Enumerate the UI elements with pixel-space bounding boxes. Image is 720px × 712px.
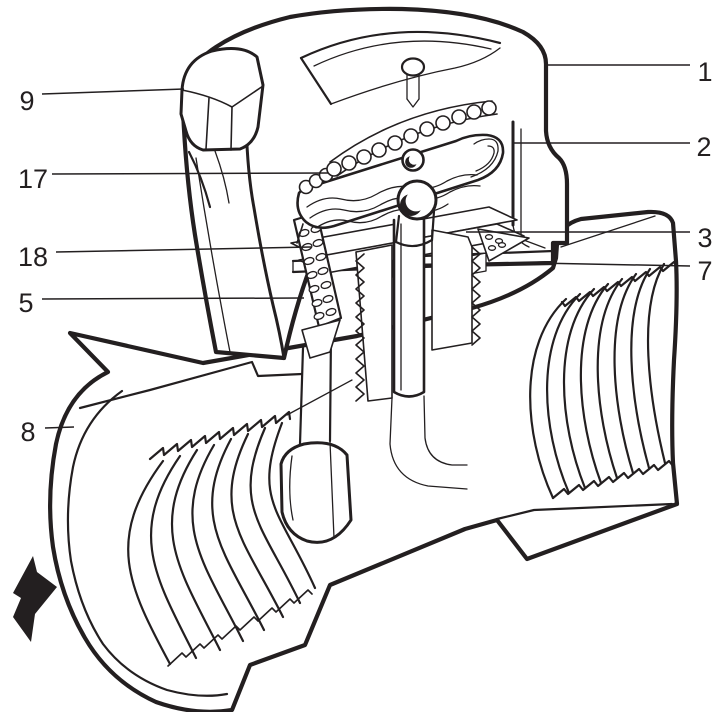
valve-body <box>48 209 680 712</box>
spring-coil <box>298 100 498 195</box>
hex-plug <box>179 47 265 353</box>
callout-17: 17 <box>18 164 48 194</box>
callout-8: 8 <box>20 417 35 447</box>
leader-18 <box>55 246 312 253</box>
callout-3: 3 <box>697 223 712 253</box>
vent-pin <box>400 57 426 108</box>
callout-2: 2 <box>696 132 711 162</box>
callout-18: 18 <box>18 242 48 272</box>
outlet-external-threads <box>529 215 676 500</box>
callout-1: 1 <box>697 57 712 87</box>
leader-8 <box>44 426 75 429</box>
leader-7 <box>535 262 691 267</box>
strainer-holes <box>298 224 337 321</box>
callout-9: 9 <box>19 86 34 116</box>
callout-7: 7 <box>697 256 712 286</box>
pivot-ball <box>401 148 425 172</box>
strainer-screen <box>292 211 530 359</box>
inlet-internal-threads <box>127 330 353 667</box>
valve-ball <box>396 179 438 221</box>
thermostatic-element <box>296 100 505 248</box>
seat-assembly <box>290 206 525 490</box>
leader-17 <box>51 172 329 175</box>
leader-lines <box>41 64 691 429</box>
leader-9 <box>41 88 185 95</box>
leader-5 <box>41 297 305 300</box>
callout-labels: 9 17 18 5 8 1 2 3 7 <box>18 57 713 447</box>
callout-5: 5 <box>18 288 33 318</box>
flow-direction-arrow-icon <box>13 556 57 642</box>
